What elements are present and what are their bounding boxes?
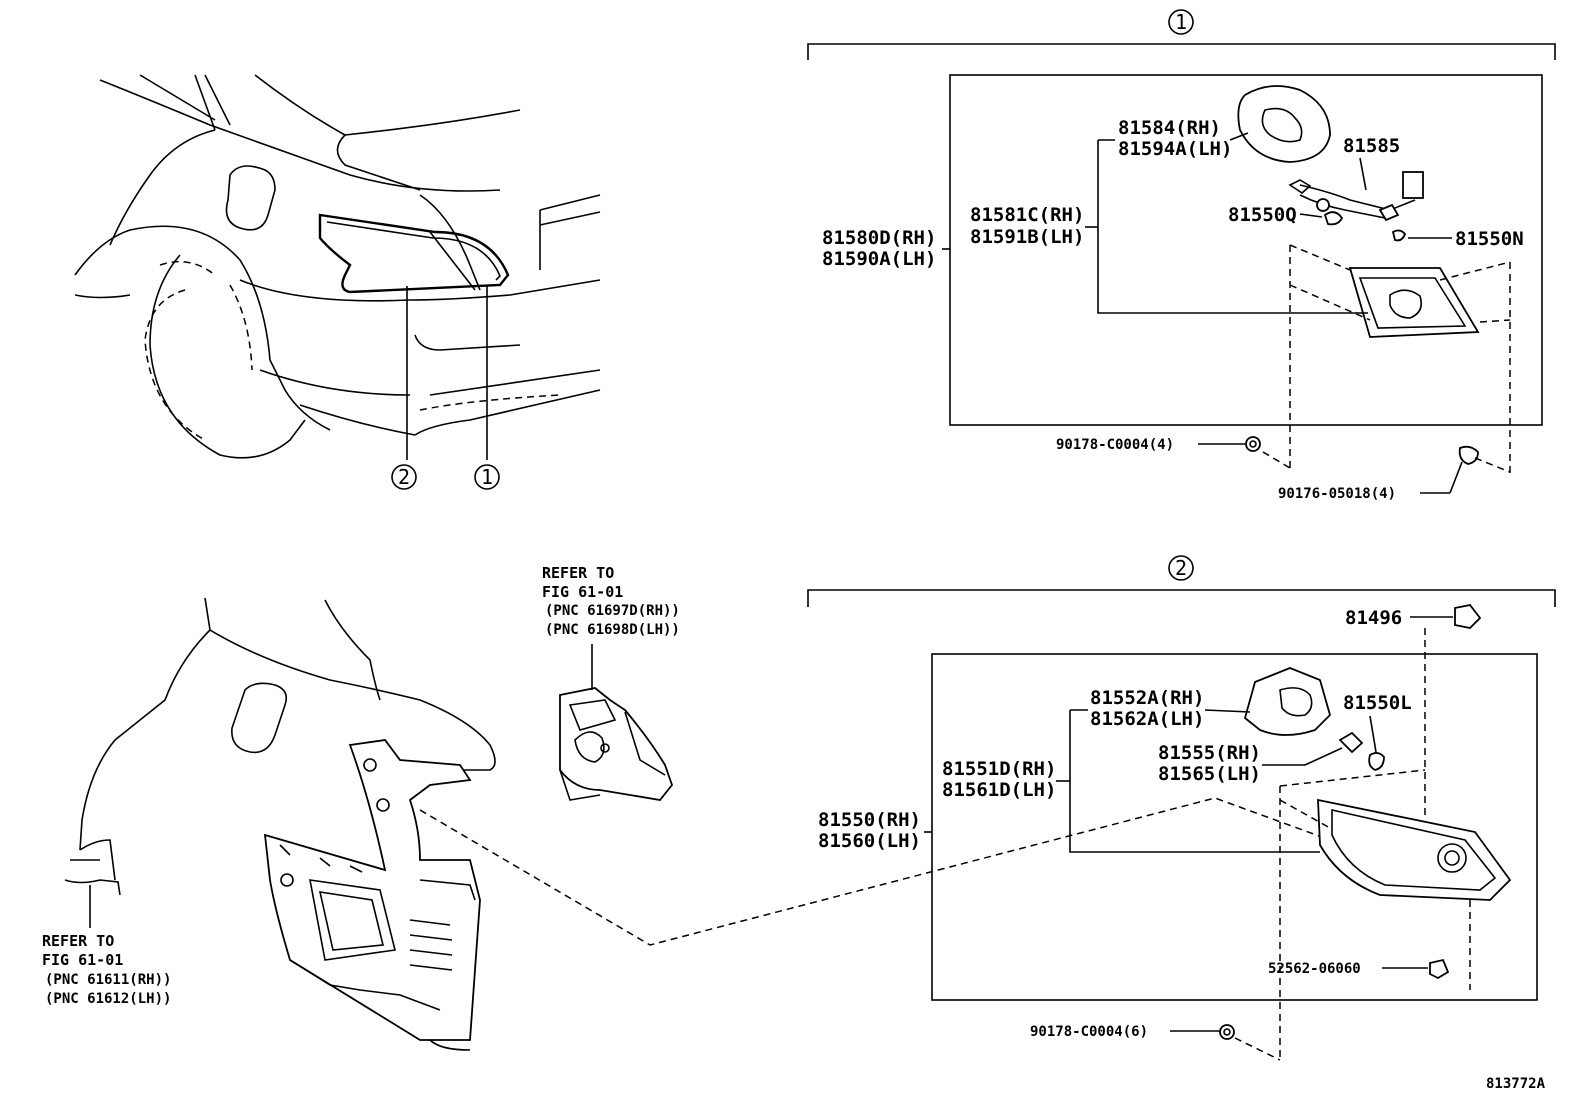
label-90176-05018-4: 90176-05018(4) bbox=[1278, 486, 1396, 502]
label-81562a-lh: 81562A(LH) bbox=[1090, 708, 1204, 730]
label-81550l: 81550L bbox=[1343, 692, 1412, 714]
refer-lower-line4: (PNC 61612(LH)) bbox=[45, 991, 171, 1007]
label-81550q: 81550Q bbox=[1228, 204, 1297, 226]
quarter-panel bbox=[64, 597, 1331, 1051]
label-81496: 81496 bbox=[1345, 607, 1402, 629]
label-90178-c0004-4: 90178-C0004(4) bbox=[1056, 437, 1174, 453]
refer-upper-line2: FIG 61-01 bbox=[542, 583, 623, 601]
assembly-1-frame bbox=[807, 9, 1556, 426]
callout-2-header: 2 bbox=[1175, 556, 1187, 580]
assembly-2-frame bbox=[807, 555, 1556, 1001]
bracket-part bbox=[559, 644, 674, 801]
car-rear-overview bbox=[74, 74, 601, 490]
refer-lower-line1: REFER TO bbox=[42, 932, 114, 950]
diagram-id: 813772A bbox=[1486, 1076, 1546, 1092]
label-81580d-rh: 81580D(RH) bbox=[822, 227, 936, 249]
refer-upper-line3: (PNC 61697D(RH)) bbox=[545, 603, 680, 619]
label-81585: 81585 bbox=[1343, 135, 1400, 157]
assembly-2-parts bbox=[924, 604, 1512, 1061]
refer-upper-line1: REFER TO bbox=[542, 564, 614, 582]
label-81584-rh: 81584(RH) bbox=[1118, 117, 1221, 139]
label-81560-lh: 81560(LH) bbox=[818, 830, 921, 852]
label-81555-rh: 81555(RH) bbox=[1158, 742, 1261, 764]
label-81594a-lh: 81594A(LH) bbox=[1118, 138, 1232, 160]
callout-1-header: 1 bbox=[1175, 10, 1187, 34]
label-81581c-rh: 81581C(RH) bbox=[970, 204, 1084, 226]
label-81550n: 81550N bbox=[1455, 228, 1524, 250]
refer-lower-line3: (PNC 61611(RH)) bbox=[45, 972, 171, 988]
refer-lower-line2: FIG 61-01 bbox=[42, 951, 123, 969]
callout-2-car: 2 bbox=[398, 465, 410, 489]
assembly-1-parts bbox=[942, 85, 1511, 494]
refer-upper-line4: (PNC 61698D(LH)) bbox=[545, 622, 680, 638]
label-52562-06060: 52562-06060 bbox=[1268, 961, 1361, 977]
label-81591b-lh: 81591B(LH) bbox=[970, 226, 1084, 248]
label-81552a-rh: 81552A(RH) bbox=[1090, 687, 1204, 709]
callout-1-car: 1 bbox=[481, 465, 493, 489]
label-81565-lh: 81565(LH) bbox=[1158, 763, 1261, 785]
label-81551d-rh: 81551D(RH) bbox=[942, 758, 1056, 780]
label-90178-c0004-6: 90178-C0004(6) bbox=[1030, 1024, 1148, 1040]
label-81550-rh: 81550(RH) bbox=[818, 809, 921, 831]
label-81561d-lh: 81561D(LH) bbox=[942, 779, 1056, 801]
label-81590a-lh: 81590A(LH) bbox=[822, 248, 936, 270]
